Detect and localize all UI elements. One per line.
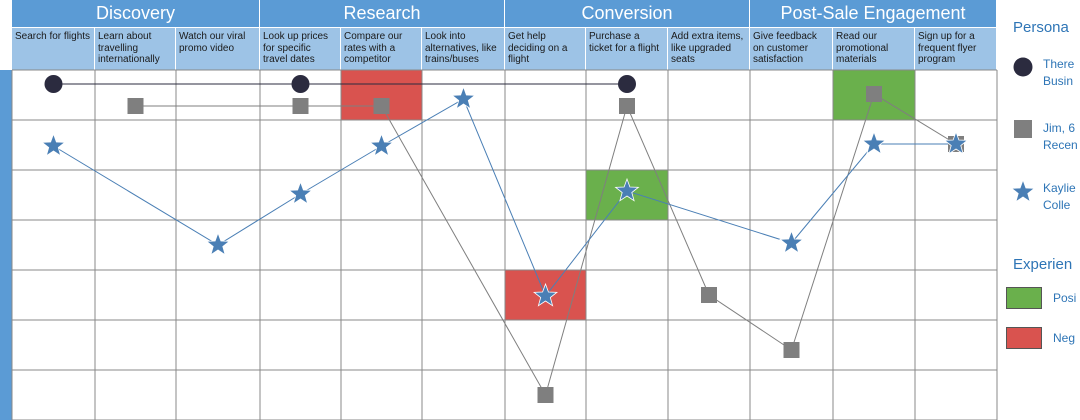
phase-discovery: Discovery [12, 0, 260, 27]
step-look-alternatives: Look into alternatives, like trains/buse… [422, 28, 505, 70]
step-learn-international: Learn about travelling internationally [95, 28, 176, 70]
legend-negative-label: Neg [1053, 331, 1076, 345]
legend-star-icon [1010, 178, 1036, 203]
step-compare-rates: Compare our rates with a competitor [341, 28, 422, 70]
step-add-extras: Add extra items, like upgraded seats [668, 28, 750, 70]
row-label-strip [0, 70, 12, 420]
star-marker-1 [205, 231, 231, 256]
square-marker-1 [292, 98, 309, 114]
star-marker-8 [861, 130, 887, 155]
star-marker-5 [532, 282, 559, 307]
step-search-flights: Search for flights [12, 28, 95, 70]
star-marker-9 [943, 130, 969, 155]
square-marker-7 [866, 86, 882, 102]
legend-square-icon [1014, 120, 1032, 138]
square-marker-6 [783, 342, 800, 358]
star-marker-2 [287, 180, 314, 205]
step-purchase-ticket: Purchase a ticket for a flight [586, 28, 668, 70]
legend-experience-title: Experien [1013, 256, 1073, 273]
legend-persona-1-line2: Busin [1043, 74, 1074, 88]
step-look-up-prices: Look up prices for specific travel dates [260, 28, 341, 70]
legend-negative-swatch [1006, 327, 1042, 349]
star-journey-line [53, 98, 956, 297]
journey-grid [11, 69, 998, 420]
step-watch-promo: Watch our viral promo video [176, 28, 260, 70]
legend-persona-3-line1: Kaylie [1043, 181, 1076, 195]
legend-positive-swatch [1006, 287, 1042, 309]
legend-persona-2-line1: Jim, 6 [1043, 121, 1076, 135]
legend-persona-3-line2: Colle [1043, 198, 1071, 212]
square-marker-0 [127, 98, 144, 114]
circle-marker-2 [618, 75, 636, 93]
legend-persona-2-line2: Recen [1043, 138, 1078, 152]
star-marker-7 [778, 229, 805, 254]
phase-post-sale-engagement: Post-Sale Engagement [750, 0, 997, 27]
star-marker-0 [40, 132, 67, 157]
step-give-feedback: Give feedback on customer satisfaction [750, 28, 833, 70]
legend-personas-title: Persona [1013, 19, 1069, 36]
square-marker-5 [701, 287, 717, 303]
star-marker-3 [368, 132, 395, 157]
star-marker-6 [614, 177, 640, 202]
phase-conversion: Conversion [505, 0, 750, 27]
step-get-help-deciding: Get help deciding on a flight [505, 28, 586, 70]
square-marker-2 [373, 98, 390, 114]
circle-marker-1 [291, 75, 310, 93]
legend-positive-label: Posi [1053, 291, 1077, 305]
legend-persona-1-line1: There [1043, 57, 1075, 71]
square-marker-4 [619, 98, 635, 114]
star-marker-4 [450, 85, 477, 110]
square-marker-3 [537, 387, 554, 403]
circle-marker-0 [44, 75, 63, 93]
legend-circle-icon [1013, 57, 1033, 77]
step-sign-up-flyer: Sign up for a frequent flyer program [915, 28, 997, 70]
step-read-promo: Read our promotional materials [833, 28, 915, 70]
phase-research: Research [260, 0, 505, 27]
